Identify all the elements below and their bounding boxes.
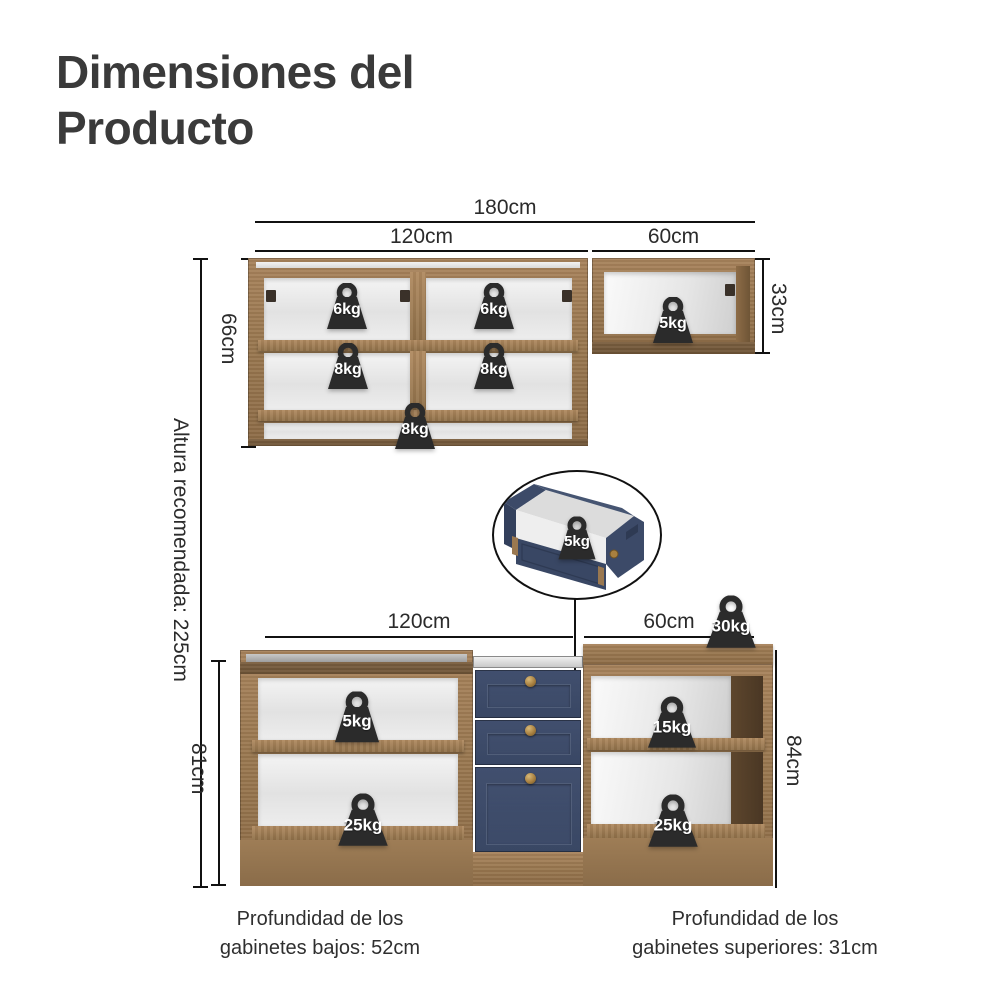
weight-badge-upper-left-top-a: 6kg [319, 283, 375, 331]
drawer-knob-2[interactable] [525, 725, 536, 736]
dimension-line-upper-right-height [762, 258, 764, 354]
dimension-tick-lower-left-height-top [211, 660, 226, 662]
hinge-icon-top-a [266, 290, 276, 302]
drawer-unit-top-rail [473, 656, 583, 668]
weight-badge-upper-left-bottom: 8kg [387, 403, 443, 451]
dimension-tick-upper-left-height-bottom [241, 446, 256, 448]
dimension-line-lower-right-height [775, 650, 777, 888]
drawer-face-2[interactable] [475, 720, 581, 765]
weight-icon [647, 696, 697, 748]
weight-badge-lower-right-bottom: 25kg [637, 794, 709, 850]
dimension-label-lower-left-width: 120cm [387, 610, 451, 633]
hinge-icon-top-c [562, 290, 572, 302]
upper-right-side-panel [736, 266, 750, 342]
weight-badge-upper-right: 5kg [645, 297, 701, 345]
weight-badge-lower-right-top: 15kg [637, 696, 707, 752]
callout-leader-line [574, 596, 576, 681]
caption-upper-depth: Profundidad de los gabinetes superiores:… [632, 908, 878, 959]
dimension-label-upper-right-width: 60cm [647, 225, 700, 248]
weight-badge-callout-drawer: 5kg [551, 516, 603, 562]
dimension-label-overall-width: 180cm [473, 196, 537, 219]
upper-left-divider-mid [410, 351, 426, 412]
caption-lower-depth: Profundidad de los gabinetes bajos: 52cm [219, 908, 421, 959]
weight-icon [327, 283, 367, 329]
dimension-line-recommended-height [200, 258, 202, 888]
upper-left-top-rail [256, 262, 580, 268]
weight-icon [338, 793, 388, 846]
dimension-line-lower-left-height [218, 660, 220, 886]
drawer-knob-3[interactable] [525, 773, 536, 784]
dimension-tick-upper-right-height-bottom [755, 352, 770, 354]
drawer-face-3[interactable] [475, 767, 581, 852]
upper-left-divider-top [410, 272, 426, 342]
dimension-label-upper-left-height: 66cm [217, 313, 240, 365]
weight-icon [474, 283, 514, 329]
lower-right-bay-bottom [591, 752, 731, 824]
weight-badge-lower-right-counter: 30kg [695, 595, 767, 651]
weight-badge-upper-left-top-b: 6kg [466, 283, 522, 331]
weight-badge-lower-left-top: 5kg [326, 691, 388, 745]
lower-right-side-shadow-bottom [731, 752, 763, 830]
dimension-tick-lower-left-height-bottom [211, 884, 226, 886]
dimension-label-lower-right-height: 84cm [782, 735, 805, 787]
dimension-label-recommended-height: Altura recomendada: 225cm [169, 418, 192, 682]
lower-left-shelf [252, 740, 464, 752]
lower-right-countertop [583, 644, 773, 664]
drawer-panel-2 [487, 733, 571, 755]
dimension-label-upper-left-width: 120cm [389, 225, 454, 248]
hinge-icon-right-a [725, 284, 735, 296]
weight-badge-upper-left-mid-b: 8kg [466, 343, 522, 391]
weight-badge-lower-left-bottom: 25kg [327, 793, 399, 851]
upper-left-shelf-2 [258, 410, 578, 421]
lower-left-top-rail [246, 654, 467, 662]
upper-right-bottom-board [592, 342, 755, 354]
weight-icon [474, 343, 514, 389]
dimension-line-lower-right-width [584, 636, 754, 638]
weight-icon [706, 595, 756, 648]
hinge-icon-top-b [400, 290, 410, 302]
lower-right-cabinet [583, 644, 773, 886]
dimension-tick-recommended-height-bottom [193, 886, 208, 888]
page-title: Dimensiones del Producto [56, 44, 676, 156]
dimension-tick-recommended-height-top [193, 258, 208, 260]
page-title-line-2: Producto [56, 102, 254, 155]
weight-icon [648, 794, 698, 847]
weight-icon [334, 691, 380, 743]
page-title-line-1: Dimensiones del [56, 46, 415, 98]
dimension-line-upper-right-width [592, 250, 755, 252]
dimension-line-upper-left-width [255, 250, 588, 252]
drawer-callout: 5kg [492, 470, 662, 600]
weight-icon [395, 403, 435, 449]
upper-left-shelf-1 [258, 340, 578, 351]
lower-left-top-edge [240, 662, 473, 674]
drawer-panel-3 [486, 783, 572, 845]
dimension-line-overall-width [255, 221, 755, 223]
weight-icon [653, 297, 693, 343]
dimension-label-lower-left-height: 81cm [187, 743, 210, 795]
drawer-knob-1[interactable] [525, 676, 536, 687]
dimension-label-upper-right-height: 33cm [767, 283, 790, 335]
drawer-unit-base [473, 852, 583, 886]
weight-badge-upper-left-mid-a: 8kg [320, 343, 376, 391]
dimension-line-lower-left-width [265, 636, 573, 638]
weight-icon [558, 516, 596, 560]
weight-icon [328, 343, 368, 389]
drawer-panel-1 [487, 684, 571, 708]
drawer-face-1[interactable] [475, 670, 581, 718]
dimension-label-lower-right-width: 60cm [643, 610, 695, 633]
lower-right-side-shadow-top [731, 676, 763, 744]
dimension-tick-upper-right-height-top [755, 258, 770, 260]
drawer-unit [473, 650, 583, 886]
lower-left-cabinet [240, 650, 473, 886]
lower-left-plinth [240, 840, 473, 886]
